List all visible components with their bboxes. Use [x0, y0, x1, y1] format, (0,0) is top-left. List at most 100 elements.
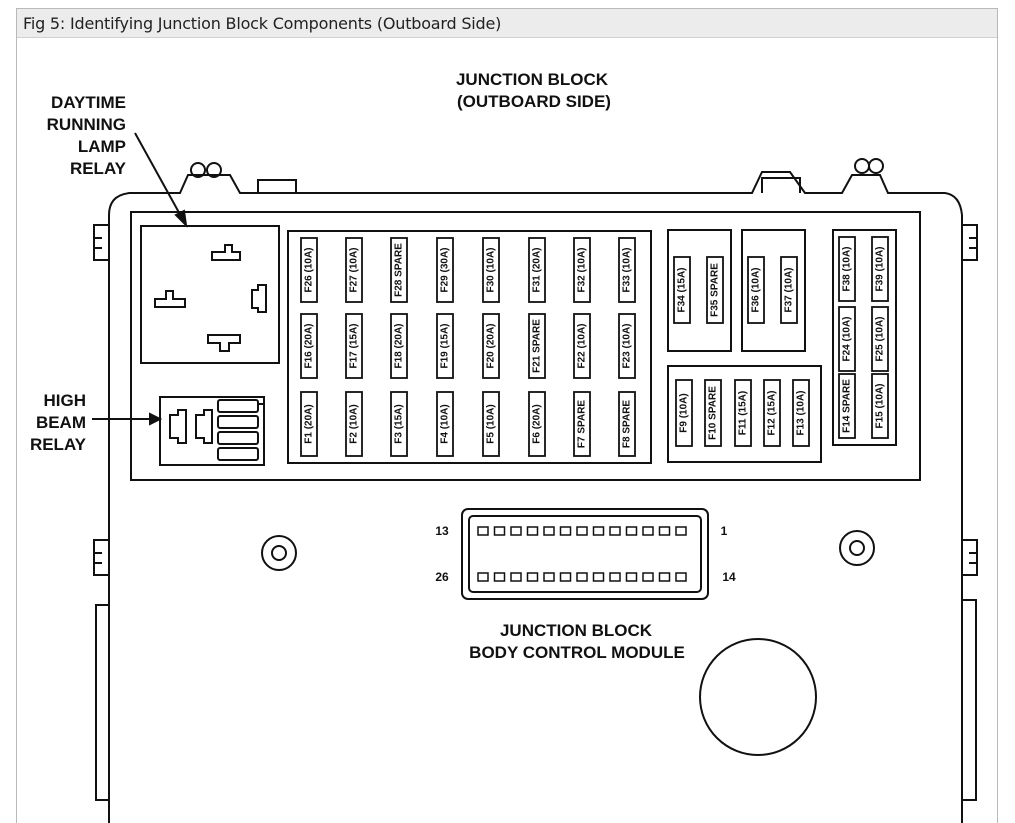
fuse: F20 (20A) [482, 313, 500, 379]
fuse-label: F13 (10A) [796, 390, 807, 435]
bcm-connector [461, 508, 709, 600]
fuse: F10 SPARE [704, 379, 722, 447]
fuse: F24 (10A) [838, 306, 856, 372]
fuse: F8 SPARE [618, 391, 636, 457]
fuse: F30 (10A) [482, 237, 500, 303]
drl-label-line2: RUNNING [47, 115, 126, 134]
fuse: F39 (10A) [871, 236, 889, 302]
connector-pin [559, 572, 572, 582]
drl-label-line3: LAMP [78, 137, 126, 156]
figure-caption: Fig 5: Identifying Junction Block Compon… [23, 14, 502, 33]
round-port [699, 638, 817, 756]
fuse-label: F19 (15A) [440, 323, 451, 368]
fuse: F35 SPARE [706, 256, 724, 324]
fuse: F13 (10A) [792, 379, 810, 447]
fuse: F7 SPARE [573, 391, 591, 457]
fuse: F36 (10A) [747, 256, 765, 324]
hb-label-line1: HIGH [44, 391, 87, 410]
fuse-label: F16 (20A) [304, 323, 315, 368]
fuse: F21 SPARE [528, 313, 546, 379]
fuse-label: F38 (10A) [842, 246, 853, 291]
connector-pin [477, 526, 489, 536]
fuse: F25 (10A) [871, 306, 889, 372]
fuse: F5 (10A) [482, 391, 500, 457]
connector-pin [658, 572, 671, 582]
connector-pin [493, 572, 506, 582]
connector-pin [576, 572, 588, 582]
connector-pin [609, 526, 621, 536]
connector-pin [625, 526, 638, 536]
fuse-label: F9 (10A) [679, 393, 690, 432]
fuse: F28 SPARE [390, 237, 408, 303]
fuse: F17 (15A) [345, 313, 363, 379]
inner-panel [130, 211, 921, 481]
fuse-label: F6 (20A) [532, 404, 543, 443]
connector-pin [642, 526, 654, 536]
fuse-label: F15 (10A) [875, 383, 886, 428]
fuse-label: F32 (10A) [577, 247, 588, 292]
main-fuse-panel [287, 230, 652, 464]
connector-pin [609, 572, 621, 582]
pin-number-1: 1 [721, 524, 728, 538]
pin-number-26: 26 [435, 570, 449, 584]
fuse: F14 SPARE [838, 373, 856, 439]
fuse-label: F36 (10A) [751, 267, 762, 312]
fuse-label: F11 (15A) [738, 391, 749, 435]
hb-label-line3: RELAY [30, 435, 87, 454]
connector-pin [625, 572, 638, 582]
fuse-label: F37 (10A) [784, 267, 795, 312]
fuse-label: F39 (10A) [875, 246, 886, 291]
figure-frame: Fig 5: Identifying Junction Block Compon… [16, 8, 998, 823]
connector-pin [642, 572, 654, 582]
fuse-label: F35 SPARE [710, 263, 721, 317]
pin-number-14: 14 [722, 570, 736, 584]
fuse: F9 (10A) [675, 379, 693, 447]
diagram-title-line2: (OUTBOARD SIDE) [457, 92, 611, 111]
fuse-label: F31 (20A) [532, 247, 543, 292]
fuse-label: F27 (10A) [349, 247, 360, 292]
fuse: F31 (20A) [528, 237, 546, 303]
fuse: F2 (10A) [345, 391, 363, 457]
fuse-layer: F26 (10A) F27 (10A) F28 SPARE F29 (30A) F30 … [300, 236, 889, 457]
housing-outline [108, 171, 963, 823]
connector-pin [493, 526, 506, 536]
fuse: F4 (10A) [436, 391, 454, 457]
fuse: F29 (30A) [436, 237, 454, 303]
fuse-label: F18 (20A) [394, 323, 405, 368]
fuse-label: F5 (10A) [486, 404, 497, 443]
fuse: F11 (15A) [734, 379, 752, 447]
connector-pins-bottom [477, 572, 687, 582]
fuse: F32 (10A) [573, 237, 591, 303]
bcm-label-line2: BODY CONTROL MODULE [469, 643, 685, 662]
fuse-group-b [741, 229, 806, 352]
fuse-label: F26 (10A) [304, 247, 315, 292]
fuse: F33 (10A) [618, 237, 636, 303]
fuse-label: F28 SPARE [394, 243, 405, 297]
fuse: F18 (20A) [390, 313, 408, 379]
fuse: F15 (10A) [871, 373, 889, 439]
daytime-running-lamp-relay [140, 225, 280, 364]
fuse: F37 (10A) [780, 256, 798, 324]
fuse-label: F29 (30A) [440, 247, 451, 292]
connector-pin [658, 526, 671, 536]
bcm-label-line1: JUNCTION BLOCK [500, 621, 653, 640]
fuse-label: F24 (10A) [842, 316, 853, 361]
fuse-label: F30 (10A) [486, 247, 497, 292]
fuse: F22 (10A) [573, 313, 591, 379]
fuse-group-c [667, 365, 822, 463]
fuse-group-d [832, 229, 897, 446]
fuse: F16 (20A) [300, 313, 318, 379]
high-beam-relay [159, 396, 265, 466]
fuse: F27 (10A) [345, 237, 363, 303]
caption-bar: Fig 5: Identifying Junction Block Compon… [17, 9, 997, 38]
connector-pin [675, 526, 687, 536]
hb-label-line2: BEAM [36, 413, 86, 432]
fuse: F26 (10A) [300, 237, 318, 303]
fuse: F38 (10A) [838, 236, 856, 302]
fuse-label: F33 (10A) [622, 247, 633, 292]
fuse: F1 (20A) [300, 391, 318, 457]
fuse-label: F4 (10A) [440, 404, 451, 443]
drl-label-line4: RELAY [70, 159, 127, 178]
connector-pin [510, 572, 522, 582]
